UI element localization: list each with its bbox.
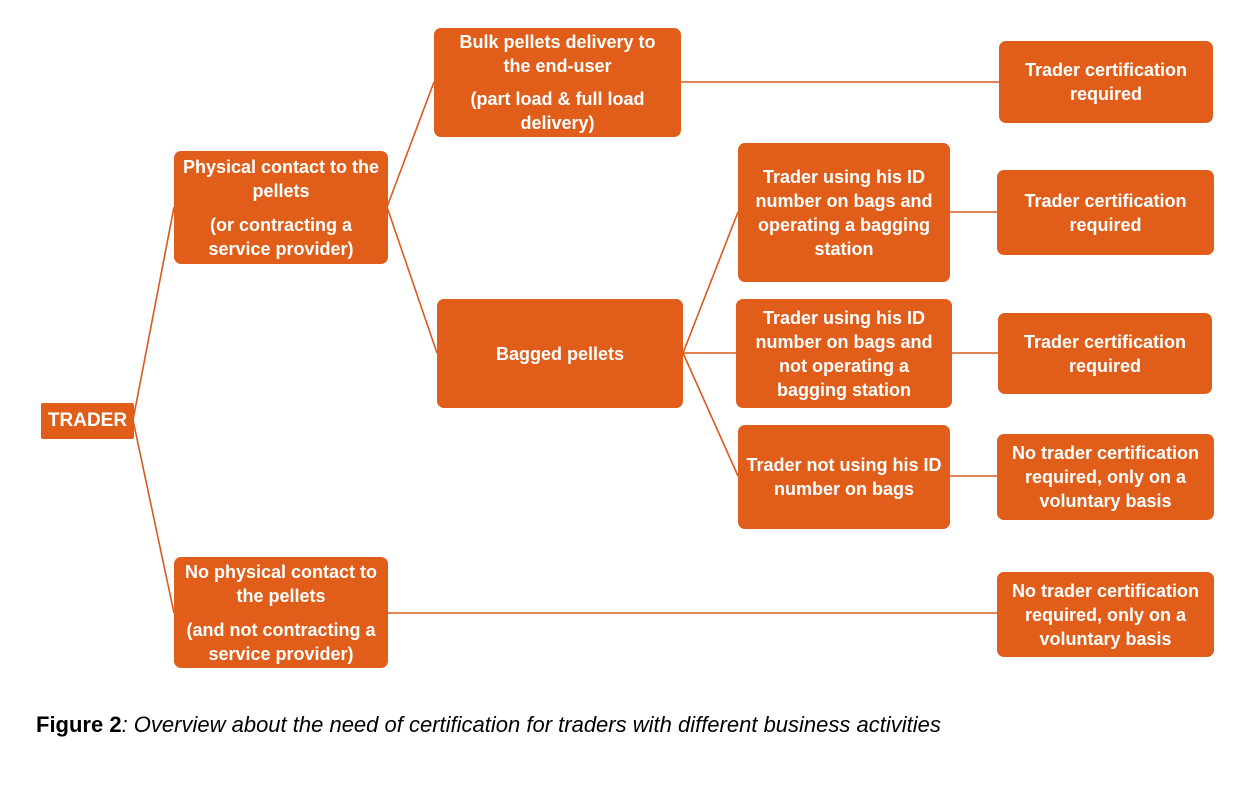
bulk-delivery-line3: (part load & full load bbox=[470, 89, 645, 109]
cert-required-line1: Trader certification bbox=[1024, 190, 1187, 211]
figure-caption-label: Figure 2 bbox=[36, 712, 122, 737]
no-physical-contact-node: No physical contact to the pellets (and … bbox=[174, 557, 388, 668]
trader-label: TRADER bbox=[47, 410, 128, 431]
cert-required-line2: required bbox=[1069, 84, 1143, 104]
bagged-pellets-label: Bagged pellets bbox=[495, 343, 625, 364]
cert-required-line1: Trader certification bbox=[1024, 60, 1188, 80]
physical-contact-line4: service provider) bbox=[208, 238, 354, 259]
physical-contact-line1: Physical contact to the bbox=[182, 156, 380, 177]
trader-node: TRADER bbox=[41, 403, 134, 439]
connector-bagged-noid bbox=[682, 352, 739, 477]
physical-contact-line2: pellets bbox=[252, 180, 310, 201]
figure-caption-text: : Overview about the need of certificati… bbox=[121, 712, 941, 737]
bagging-station-line4: station bbox=[814, 238, 874, 259]
no-id-line1: Trader not using his ID bbox=[746, 455, 942, 475]
no-physical-contact-line3: (and not contracting a bbox=[186, 619, 376, 640]
no-id-line2: number on bags bbox=[773, 479, 914, 499]
no-cert-line2: required, only on a bbox=[1024, 604, 1187, 625]
no-bagging-station-line1: Trader using his ID bbox=[762, 307, 926, 328]
figure-caption: Figure 2: Overview about the need of cer… bbox=[36, 710, 1236, 740]
bulk-delivery-line4: delivery) bbox=[520, 113, 595, 133]
cert-required-line2: required bbox=[1069, 214, 1142, 235]
cert-required-node-station: Trader certification required bbox=[997, 170, 1214, 255]
no-cert-line1: No trader certification bbox=[1011, 580, 1200, 601]
physical-contact-line3: (or contracting a bbox=[209, 214, 352, 235]
no-physical-contact-line1: No physical contact to bbox=[184, 561, 378, 582]
no-cert-line3: voluntary basis bbox=[1039, 628, 1172, 649]
bulk-delivery-node: Bulk pellets delivery to the end-user (p… bbox=[434, 28, 681, 137]
connector-trader-physical bbox=[132, 206, 175, 421]
bulk-delivery-line1: Bulk pellets delivery to bbox=[459, 32, 656, 52]
cert-required-line1: Trader certification bbox=[1023, 331, 1187, 352]
bagging-station-line2: number on bags and bbox=[755, 190, 933, 211]
bagging-station-line1: Trader using his ID bbox=[762, 166, 926, 187]
no-physical-contact-line2: the pellets bbox=[236, 585, 326, 606]
connector-bagged-station bbox=[682, 211, 739, 354]
no-bagging-station-node: Trader using his ID number on bags and n… bbox=[736, 299, 952, 408]
cert-required-node-nostation: Trader certification required bbox=[998, 313, 1212, 394]
bulk-delivery-line2: the end-user bbox=[503, 56, 612, 76]
bagging-station-node: Trader using his ID number on bags and o… bbox=[738, 143, 950, 282]
no-bagging-station-line4: bagging station bbox=[777, 379, 911, 400]
no-cert-node-noid: No trader certification required, only o… bbox=[997, 434, 1214, 520]
connector-trader-nophysical bbox=[132, 419, 175, 614]
no-cert-line1: No trader certification bbox=[1011, 443, 1200, 463]
connector-physical-bagged bbox=[386, 206, 438, 354]
no-cert-line2: required, only on a bbox=[1024, 467, 1187, 487]
no-cert-line3: voluntary basis bbox=[1039, 491, 1172, 511]
connector-physical-bulk bbox=[386, 81, 435, 208]
no-bagging-station-line3: not operating a bbox=[779, 355, 909, 376]
bagging-station-line3: operating a bagging bbox=[757, 214, 930, 235]
bagged-pellets-node: Bagged pellets bbox=[437, 299, 683, 408]
no-bagging-station-line2: number on bags and bbox=[755, 331, 933, 352]
no-id-node: Trader not using his ID number on bags bbox=[738, 425, 950, 529]
cert-required-node-bulk: Trader certification required bbox=[999, 41, 1213, 123]
cert-required-line2: required bbox=[1068, 355, 1142, 376]
no-physical-contact-line4: service provider) bbox=[208, 643, 354, 664]
physical-contact-node: Physical contact to the pellets (or cont… bbox=[174, 151, 388, 264]
no-cert-node-nophysical: No trader certification required, only o… bbox=[997, 572, 1214, 657]
